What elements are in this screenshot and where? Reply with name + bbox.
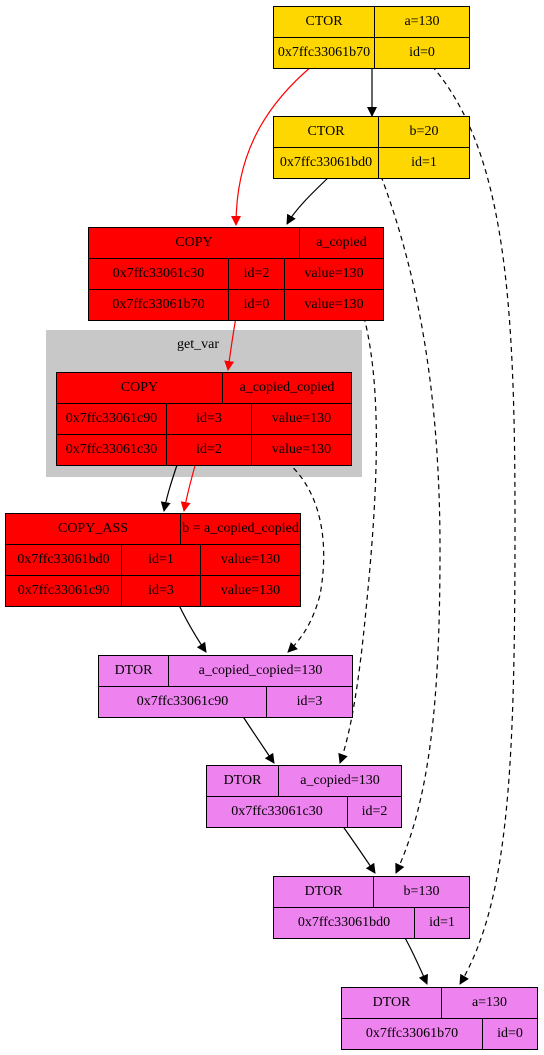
node-cell: id=1 <box>121 545 200 575</box>
node-cell: DTOR <box>223 773 262 788</box>
node-cell: a_copied_copied <box>222 373 351 403</box>
node-cell: 0x7ffc33061bd0 <box>297 915 391 930</box>
node-cell: id=3 <box>166 404 251 434</box>
node-row: DTOR a_copied_copied=130 <box>99 656 352 686</box>
node-cell: CTOR <box>305 14 343 29</box>
edge-n1-n9 <box>431 65 516 985</box>
node-cell: id=0 <box>482 1019 537 1049</box>
node-row: 0x7ffc33061b70 id=0 <box>342 1018 537 1049</box>
node-cell: DTOR <box>114 663 153 678</box>
node-cell: id=3 <box>121 576 200 606</box>
node-cell: a_copied=130 <box>278 766 401 796</box>
edge-n1-n3-copy <box>231 65 313 226</box>
edge-n2-n3 <box>286 175 331 225</box>
node-cell: 0x7ffc33061c90 <box>65 411 158 426</box>
cluster-label: get_var <box>177 337 219 352</box>
node-dtor-n9: DTOR a=130 0x7ffc33061b70 id=0 <box>341 987 538 1050</box>
node-dtor-n8: DTOR b=130 0x7ffc33061bd0 id=1 <box>273 876 470 939</box>
node-cell: 0x7ffc33061bd0 <box>279 155 373 170</box>
node-row: COPY a_copied <box>89 228 383 258</box>
node-cell: id=1 <box>414 908 469 938</box>
edge-n7-n8 <box>341 824 376 874</box>
node-cell: id=2 <box>166 435 251 465</box>
node-cell: 0x7ffc33061c90 <box>17 583 110 598</box>
node-row: COPY_ASS b = a_copied_copied <box>6 514 300 544</box>
edge-n5-n6 <box>177 602 207 653</box>
node-cell: DTOR <box>372 995 411 1010</box>
node-cell: id=0 <box>228 290 284 320</box>
node-cell: a=130 <box>374 7 469 37</box>
node-row: CTOR a=130 <box>274 7 469 37</box>
node-ctor-n2: CTOR b=20 0x7ffc33061bd0 id=1 <box>273 116 470 179</box>
node-cell: id=3 <box>266 687 352 717</box>
node-cell: value=130 <box>251 404 351 434</box>
node-cell: CTOR <box>307 124 345 139</box>
node-cell: id=2 <box>347 797 401 827</box>
edge-n4-n6 <box>286 461 325 653</box>
node-row: DTOR a=130 <box>342 988 537 1018</box>
node-row: 0x7ffc33061c90 id=3 <box>99 686 352 717</box>
node-cell: COPY <box>175 235 213 250</box>
node-cell: 0x7ffc33061c30 <box>112 266 205 281</box>
node-row: 0x7ffc33061c30 id=2 <box>207 796 401 827</box>
node-cell: 0x7ffc33061b70 <box>277 45 371 60</box>
edge-n6-n7 <box>241 714 275 764</box>
node-row: DTOR b=130 <box>274 877 469 907</box>
edge-n3-n7 <box>338 316 377 764</box>
node-cell: 0x7ffc33061c30 <box>65 442 158 457</box>
node-row: 0x7ffc33061bd0 id=1 <box>274 147 469 178</box>
node-cell: 0x7ffc33061b70 <box>112 297 205 312</box>
node-cell: b=20 <box>378 117 469 147</box>
node-cell: COPY_ASS <box>57 521 129 536</box>
node-cell: a=130 <box>441 988 537 1018</box>
node-dtor-n6: DTOR a_copied_copied=130 0x7ffc33061c90 id=… <box>98 655 353 718</box>
node-cell: value=130 <box>200 576 300 606</box>
node-cell: value=130 <box>251 435 351 465</box>
node-cell: id=0 <box>374 38 469 68</box>
edge-n2-n8 <box>380 175 441 874</box>
node-row: CTOR b=20 <box>274 117 469 147</box>
node-row: COPY a_copied_copied <box>57 373 351 403</box>
node-cell: a_copied_copied=130 <box>168 656 352 686</box>
node-cell: b=130 <box>373 877 469 907</box>
node-cell: value=130 <box>200 545 300 575</box>
edge-n4-n5 <box>160 461 179 512</box>
node-dtor-n7: DTOR a_copied=130 0x7ffc33061c30 id=2 <box>206 765 402 828</box>
node-cell: value=130 <box>284 259 383 289</box>
node-row: 0x7ffc33061bd0 id=1 <box>274 907 469 938</box>
node-cell: a_copied <box>299 228 383 258</box>
node-row: DTOR a_copied=130 <box>207 766 401 796</box>
node-cell: 0x7ffc33061c90 <box>136 694 229 709</box>
node-cell: id=2 <box>228 259 284 289</box>
node-cell: DTOR <box>304 884 343 899</box>
node-cell: 0x7ffc33061b70 <box>365 1026 459 1041</box>
node-cell: id=1 <box>378 148 469 178</box>
node-cell: COPY <box>120 380 159 395</box>
node-cell: b = a_copied_copied <box>180 514 300 544</box>
edge-n4-n5-copy <box>180 461 197 512</box>
edge-n8-n9 <box>403 935 428 985</box>
node-cell: 0x7ffc33061c30 <box>231 804 323 819</box>
node-cell: value=130 <box>284 290 383 320</box>
node-cell: 0x7ffc33061bd0 <box>17 552 110 567</box>
edge-n3-n4-copy <box>224 316 237 371</box>
